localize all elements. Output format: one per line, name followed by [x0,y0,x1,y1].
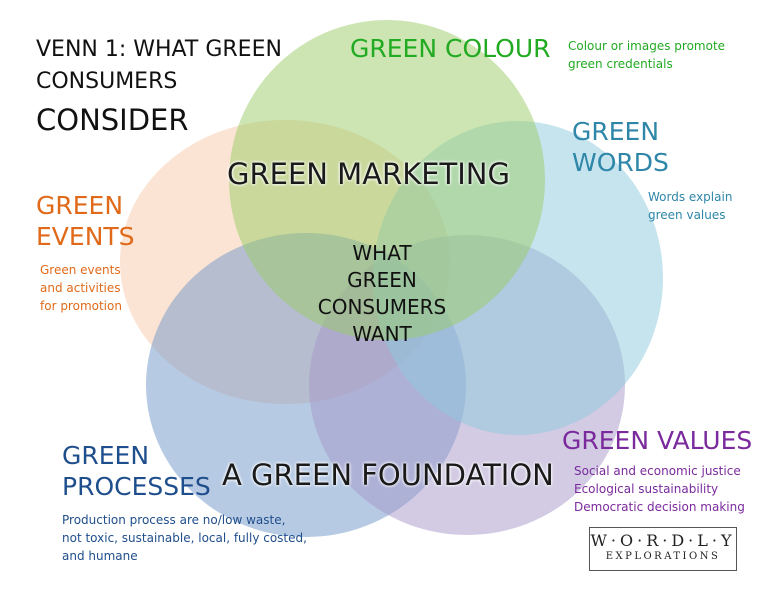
label-green-events-line: GREEN [36,191,124,220]
desc-green-events-line: and activities [40,281,121,295]
desc-green-values-line: Democratic decision making [574,500,745,514]
center-line: CONSUMERS [317,295,447,319]
desc-green-colour-line: green credentials [568,57,673,71]
label-green-processes-line: PROCESSES [62,472,211,501]
logo-line-1: W·O·R·D·L·Y [590,531,736,550]
title-line-3: CONSIDER [36,103,189,137]
center-line: GREEN [347,268,417,292]
desc-green-words: Words explain green values [648,188,732,224]
label-green-words: GREEN WORDS [572,116,669,178]
label-green-events: GREEN EVENTS [36,190,135,252]
logo-line-2: EXPLORATIONS [605,551,721,562]
desc-green-colour: Colour or images promote green credentia… [568,37,725,73]
desc-green-processes: Production process are no/low waste, not… [62,511,307,565]
desc-green-processes-line: not toxic, sustainable, local, fully cos… [62,531,307,545]
desc-green-events: Green events and activities for promotio… [40,261,122,315]
label-green-processes-line: GREEN [62,441,150,470]
label-green-words-line: GREEN [572,117,660,146]
desc-green-values-line: Ecological sustainability [574,482,719,496]
label-green-colour: GREEN COLOUR [350,34,551,63]
desc-green-processes-line: and humane [62,549,138,563]
desc-green-words-line: green values [648,208,726,222]
label-green-processes: GREEN PROCESSES [62,440,211,502]
center-line: WANT [352,322,412,346]
desc-green-values-line: Social and economic justice [574,464,741,478]
desc-green-values: Social and economic justice Ecological s… [574,462,745,516]
label-green-values: GREEN VALUES [562,426,753,455]
desc-green-colour-line: Colour or images promote [568,39,726,53]
diagram-title: VENN 1: WHAT GREEN CONSUMERS [36,34,282,98]
desc-green-events-line: Green events [40,263,121,277]
wordly-explorations-logo: W·O·R·D·L·Y EXPLORATIONS [589,527,737,571]
desc-green-processes-line: Production process are no/low waste, [62,513,286,527]
label-green-events-line: EVENTS [36,222,135,251]
desc-green-events-line: for promotion [40,299,122,313]
title-line-2: CONSUMERS [36,69,178,94]
center-line: WHAT [352,241,412,265]
region-green-foundation: A GREEN FOUNDATION [222,458,554,492]
title-line-1: VENN 1: WHAT GREEN [36,37,282,62]
desc-green-words-line: Words explain [648,190,733,204]
label-green-words-line: WORDS [572,148,669,177]
circle-green-colour [229,20,545,340]
region-green-marketing: GREEN MARKETING [227,157,510,191]
center-what-green-consumers-want: WHAT GREEN CONSUMERS WANT [302,240,462,348]
